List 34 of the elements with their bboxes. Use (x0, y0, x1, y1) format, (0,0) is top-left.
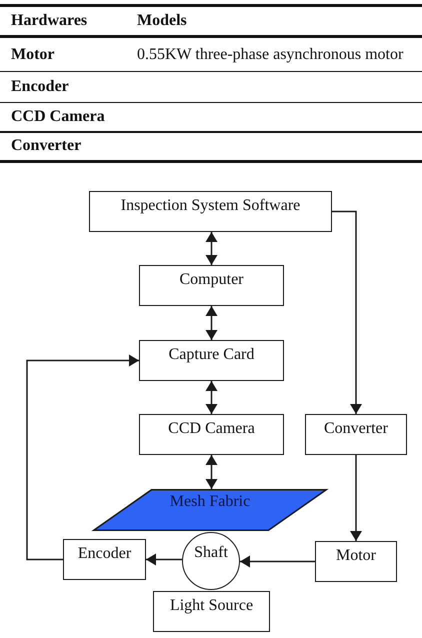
double-arrow (206, 381, 218, 414)
box-label: Inspection System Software (120, 197, 300, 215)
process-box (305, 414, 407, 455)
box-label: Shaft (194, 544, 228, 562)
column-heading: Hardwares (11, 12, 88, 30)
hardware-name: Encoder (11, 78, 69, 96)
process-box (139, 340, 284, 381)
box-label: Mesh Fabric (170, 493, 250, 511)
process-box (315, 541, 397, 582)
box-label: Computer (180, 271, 244, 289)
arrow (240, 556, 315, 568)
arrow (26, 354, 139, 560)
process-box (63, 539, 146, 580)
double-arrow (206, 455, 218, 489)
arrow (332, 210, 362, 414)
process-box (89, 191, 332, 232)
hardware-name: Converter (11, 137, 82, 156)
double-arrow (206, 306, 218, 340)
arrow (146, 554, 182, 566)
model-description: 0.55KW three-phase asynchronous motor (137, 46, 404, 64)
box-label: Encoder (78, 545, 132, 563)
double-arrow (206, 232, 218, 265)
hardware-name: Motor (11, 46, 55, 64)
hardware-name: CCD Camera (11, 108, 105, 126)
box-label: Capture Card (168, 346, 254, 364)
arrow (350, 455, 362, 541)
box-label: Motor (336, 547, 376, 565)
column-heading: Models (137, 12, 187, 30)
box-label: Light Source (170, 597, 254, 615)
process-box (153, 591, 270, 632)
process-box (139, 265, 284, 306)
box-label: Converter (324, 420, 388, 438)
box-label: CCD Camera (168, 420, 255, 438)
process-box (139, 414, 284, 455)
